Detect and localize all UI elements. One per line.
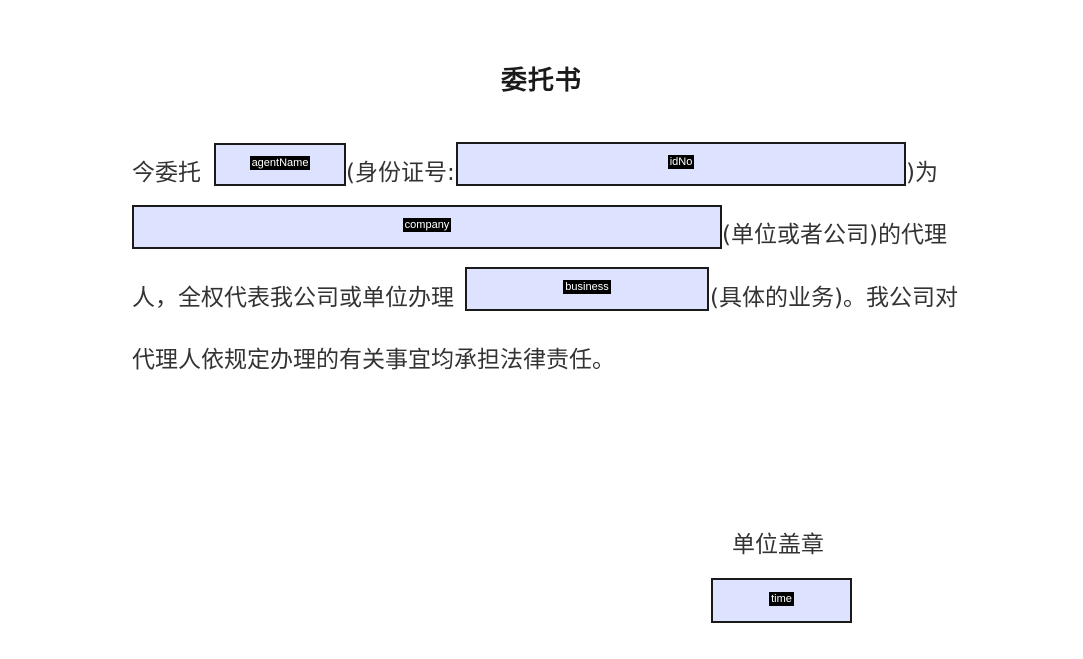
line3-suffix: (具体的业务)。我公司对 xyxy=(710,285,958,311)
time-field[interactable]: time xyxy=(711,578,852,623)
agent-name-field[interactable]: agentName xyxy=(214,143,346,186)
line1-prefix: 今委托 xyxy=(132,160,201,186)
line1-suffix: )为 xyxy=(906,160,938,186)
stamp-label: 单位盖章 xyxy=(732,532,824,558)
business-field-label: business xyxy=(563,280,611,294)
document-title: 委托书 xyxy=(500,66,582,96)
line2-suffix: (单位或者公司)的代理 xyxy=(722,222,947,248)
agent-name-field-label: agentName xyxy=(249,155,311,170)
business-field[interactable]: business xyxy=(465,267,709,311)
company-field[interactable]: company xyxy=(132,205,722,249)
company-field-label: company xyxy=(402,218,452,232)
line3-prefix: 人，全权代表我公司或单位办理 xyxy=(132,285,454,311)
time-field-label: time xyxy=(769,591,794,606)
id-no-field[interactable]: idNo xyxy=(456,142,906,186)
id-no-field-label: idNo xyxy=(667,155,695,169)
line4-text: 代理人依规定办理的有关事宜均承担法律责任。 xyxy=(132,347,615,373)
line1-id-open: (身份证号: xyxy=(346,160,455,186)
